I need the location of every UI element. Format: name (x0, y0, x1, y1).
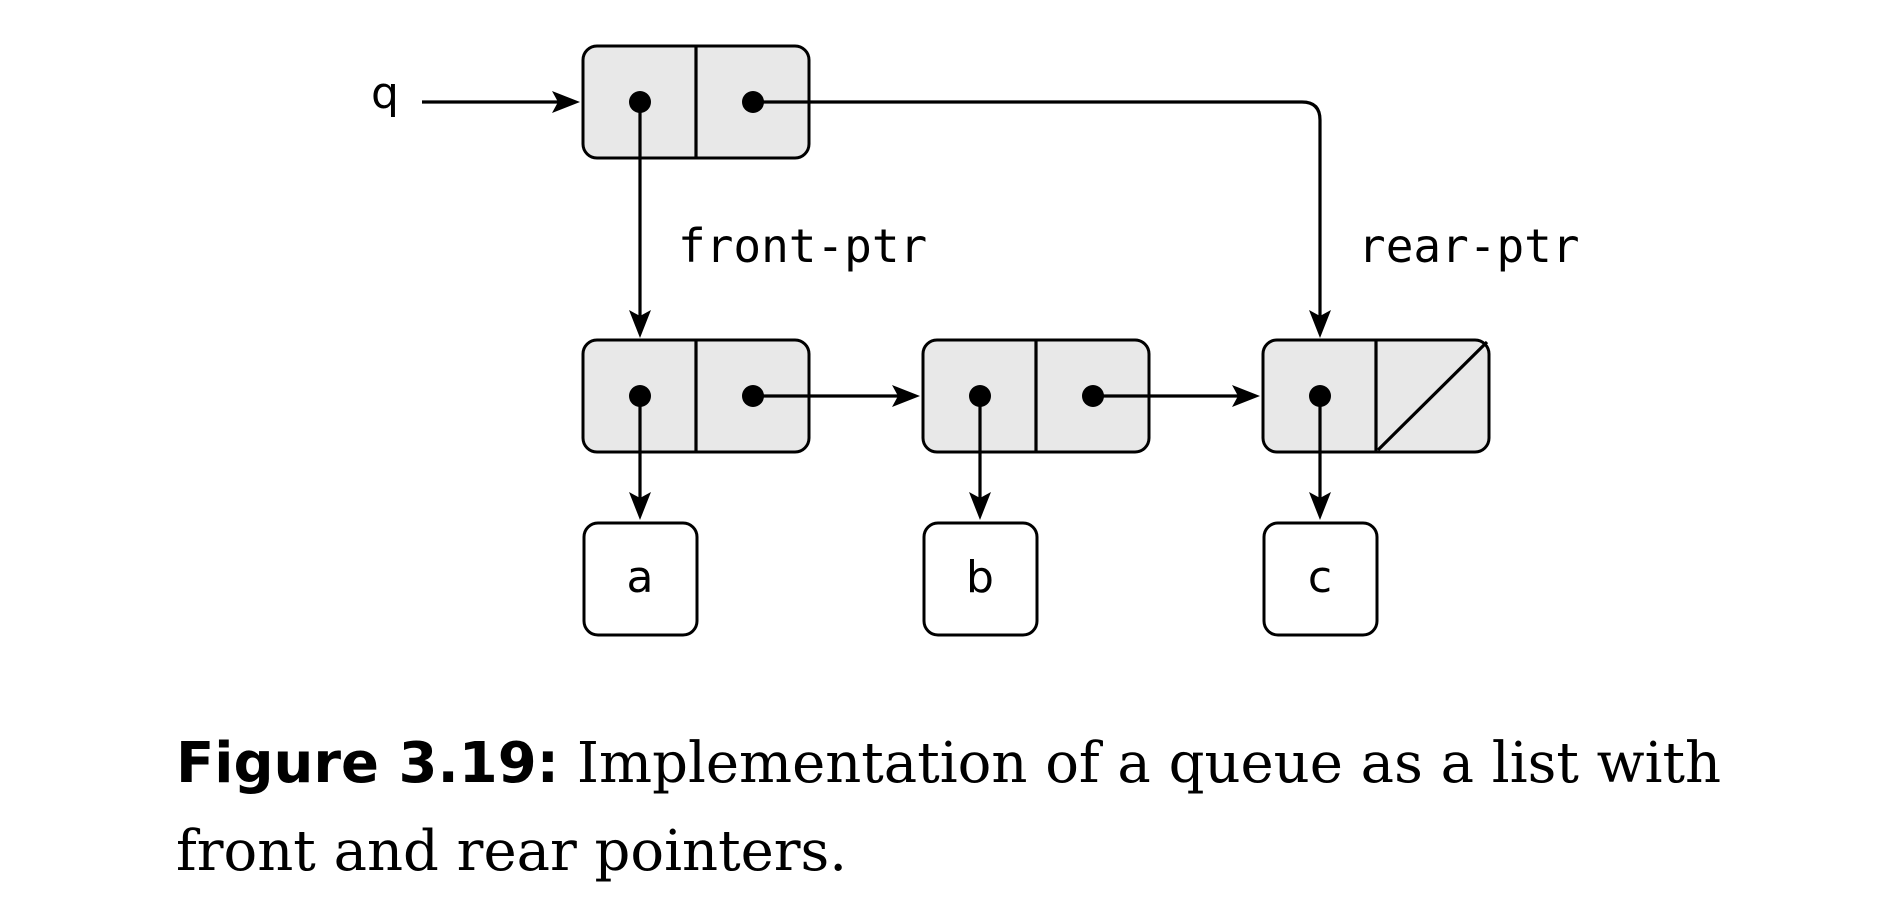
q-arrowhead (552, 91, 580, 113)
caption-text: Implementation of a queue as a list with… (176, 731, 1722, 884)
atom-box-c: c (1262, 521, 1379, 637)
pair-3-car-arrowhead (1309, 492, 1331, 520)
figure-caption: Figure 3.19: Implementation of a queue a… (176, 720, 1816, 896)
rear-ptr-arrowhead (1309, 310, 1331, 338)
queue-variable-label: q (371, 68, 399, 119)
pair-1-to-pair-2-arrowhead (892, 385, 920, 407)
list-pair-3 (1261, 338, 1491, 454)
atom-c-label: c (1308, 552, 1332, 603)
rear-ptr-label: rear-ptr (1358, 219, 1580, 273)
front-ptr-arrowhead (629, 310, 651, 338)
pair-1-car-arrowhead (629, 492, 651, 520)
empty-list-slash (1376, 340, 1489, 452)
atom-box-c-border (1262, 521, 1379, 637)
atom-b-label: b (966, 552, 994, 603)
pair-2-to-pair-3-arrowhead (1232, 385, 1260, 407)
atom-box-a: a (582, 521, 699, 637)
rear-ptr-arrow-line (753, 100, 1322, 318)
pair-2-car-arrowhead (969, 492, 991, 520)
atom-box-a-border (582, 521, 699, 637)
front-ptr-label: front-ptr (678, 219, 927, 273)
atom-box-b: b (922, 521, 1039, 637)
figure-label: Figure 3.19: (176, 731, 560, 796)
atom-box-b-border (922, 521, 1039, 637)
atom-a-label: a (627, 552, 654, 603)
